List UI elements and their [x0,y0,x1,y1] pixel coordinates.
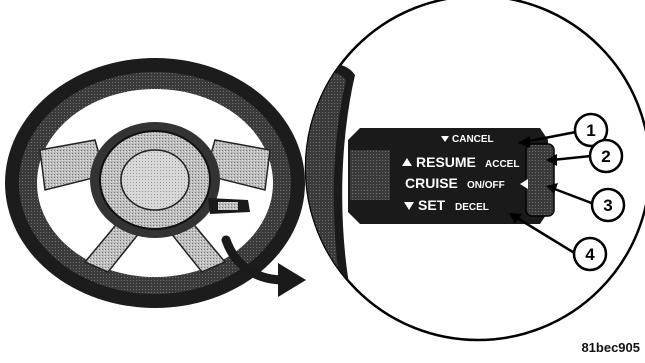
cancel-label: CANCEL [452,134,494,145]
resume-label: RESUME [416,154,476,170]
callout-4: 4 [574,238,606,270]
callout-2: 2 [590,140,622,172]
svg-text:3: 3 [603,196,612,215]
cruise-label: CRUISE [405,175,458,191]
steering-wheel-icon [5,58,305,308]
callout-3: 3 [592,189,624,221]
magnified-view [290,0,645,340]
image-code-label: 81bec905 [581,340,640,355]
svg-text:2: 2 [601,147,610,166]
svg-text:1: 1 [586,121,595,140]
onoff-label: ON/OFF [467,180,505,191]
accel-label: ACCEL [485,159,519,170]
decel-label: DECEL [455,202,489,213]
svg-text:4: 4 [585,245,595,264]
set-label: SET [418,197,446,213]
